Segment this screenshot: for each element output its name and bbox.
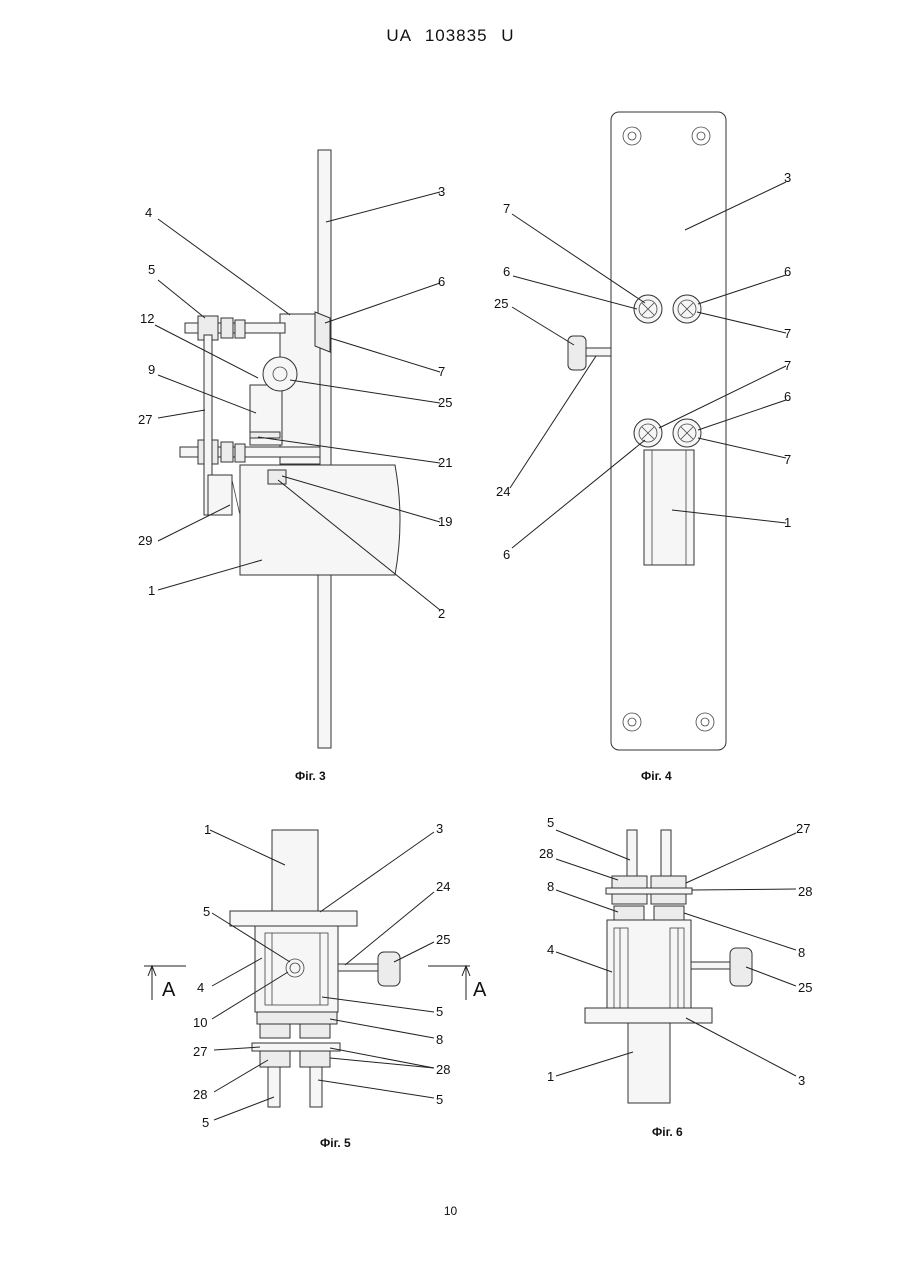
fig3-label-19: 19 [438, 514, 452, 529]
page-number: 10 [0, 1204, 901, 1218]
fig3-label-27: 27 [138, 412, 152, 427]
fig3-label-4: 4 [145, 205, 152, 220]
fig6-caption: Фіг. 6 [652, 1125, 683, 1139]
fig3-label-12: 12 [140, 311, 154, 326]
fig3-label-29: 29 [138, 533, 152, 548]
fig5-caption: Фіг. 5 [320, 1136, 351, 1150]
fig3-label-21: 21 [438, 455, 452, 470]
fig3-label-3: 3 [438, 184, 445, 199]
fig4-caption: Фіг. 4 [641, 769, 672, 783]
fig3-label-1: 1 [148, 583, 155, 598]
fig3-label-9: 9 [148, 362, 155, 377]
fig3-label-2: 2 [438, 606, 445, 621]
knob-25 [263, 357, 297, 391]
switch-29 [208, 475, 232, 515]
fig3-caption: Фіг. 3 [295, 769, 326, 783]
fig3-label-7: 7 [438, 364, 445, 379]
fig3-label-6: 6 [438, 274, 445, 289]
fig3-label-5: 5 [148, 262, 155, 277]
fig3-label-25: 25 [438, 395, 452, 410]
